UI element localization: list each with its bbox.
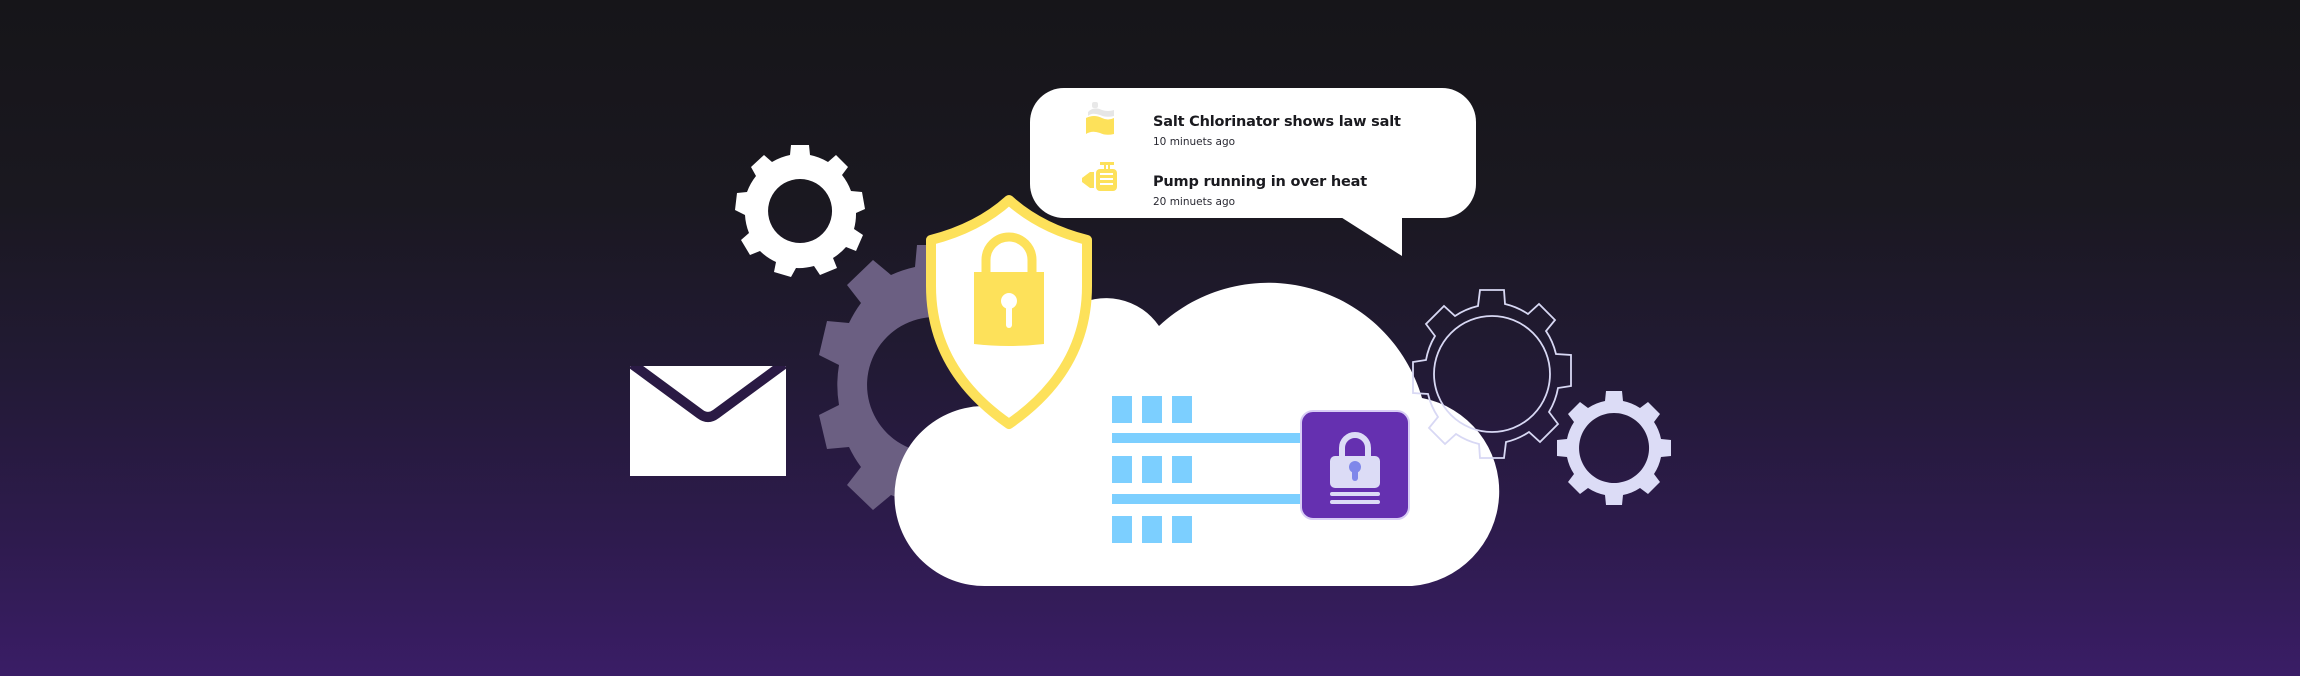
notification-item[interactable]: Salt Chlorinator shows law salt 10 minue… xyxy=(1030,100,1476,150)
shield-lock-icon xyxy=(924,194,1094,430)
notification-bubble-tail xyxy=(1336,214,1406,258)
small-gear-icon xyxy=(1556,390,1672,506)
notification-title: Salt Chlorinator shows law salt xyxy=(1153,114,1401,130)
gear-icon xyxy=(733,144,867,278)
outline-gear-icon xyxy=(1406,288,1578,460)
notification-time: 10 minuets ago xyxy=(1153,136,1236,148)
salt-chlorinator-icon xyxy=(1080,100,1120,140)
notification-bubble: Salt Chlorinator shows law salt 10 minue… xyxy=(1030,88,1476,218)
lock-tile-icon xyxy=(1300,410,1410,520)
envelope-icon xyxy=(630,366,786,476)
notification-time: 20 minuets ago xyxy=(1153,196,1236,208)
server-rack-icon xyxy=(1111,394,1311,546)
pump-icon xyxy=(1080,160,1120,200)
notification-item[interactable]: Pump running in over heat 20 minuets ago xyxy=(1030,160,1476,210)
notification-title: Pump running in over heat xyxy=(1153,174,1367,190)
